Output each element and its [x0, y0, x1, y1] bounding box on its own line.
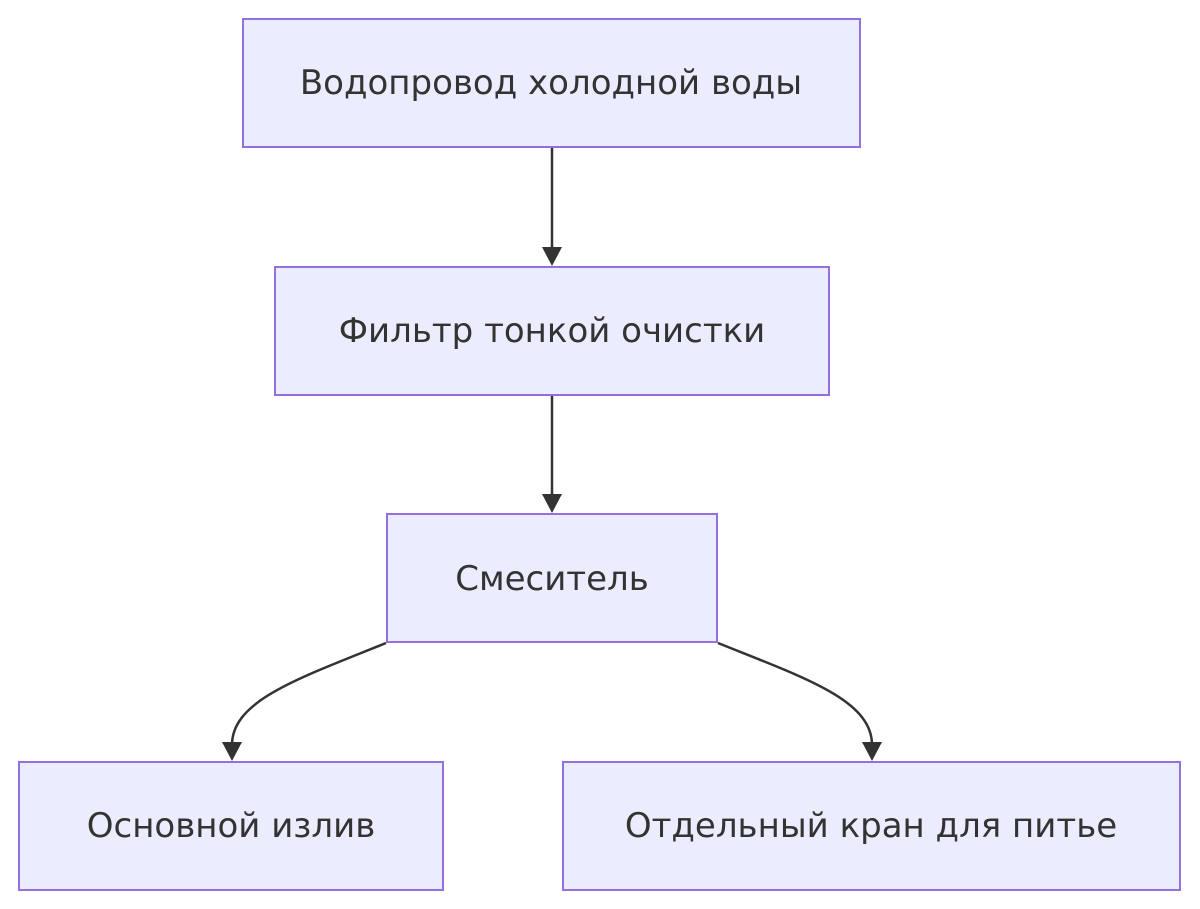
edge-mixer-to-main-spout [230, 641, 387, 746]
node-box [562, 761, 1181, 891]
node-box [242, 18, 861, 148]
node-mixer: Смеситель [386, 513, 718, 643]
node-label: Водопровод холодной воды [300, 63, 802, 103]
node-main-spout: Основной излив [18, 761, 444, 891]
node-drinking-tap: Отдельный кран для питье [562, 761, 1181, 891]
node-label: Смеситель [455, 559, 649, 599]
arrowhead-icon [222, 742, 242, 761]
node-label: Отдельный кран для питье [625, 806, 1117, 846]
edges [222, 148, 882, 761]
edge-mixer-to-drinking-tap [717, 641, 874, 746]
node-box [386, 513, 718, 643]
arrowhead-icon [542, 247, 562, 266]
node-label: Фильтр тонкой очистки [339, 311, 766, 351]
arrowhead-icon [542, 494, 562, 513]
arrowhead-icon [862, 742, 882, 761]
node-label: Основной излив [87, 806, 376, 846]
node-cold-water-supply: Водопровод холодной воды [242, 18, 861, 148]
node-box [18, 761, 444, 891]
node-fine-filter: Фильтр тонкой очистки [274, 266, 830, 396]
node-box [274, 266, 830, 396]
